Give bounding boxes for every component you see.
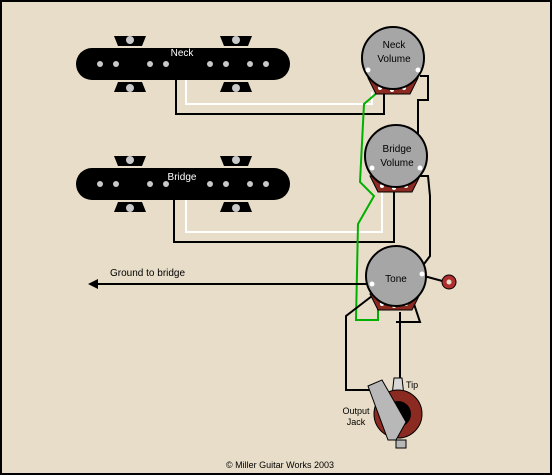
bridge-pickup-black-wire <box>173 192 395 243</box>
bridge-pickup-label: Bridge <box>168 172 197 183</box>
jack-sleeve-wire <box>345 295 378 391</box>
neck-pole-piece <box>147 61 153 67</box>
neck-screw-hole <box>126 84 134 92</box>
neck-pickup-body <box>76 48 290 80</box>
neck-pole-piece <box>263 61 269 67</box>
bridge-pole-piece <box>113 181 119 187</box>
neck-screw-hole <box>126 36 134 44</box>
bridge-volume-pot: Bridge Volume <box>364 124 428 193</box>
bridge-volume-pot-body <box>364 124 428 188</box>
neck-pole-piece <box>163 61 169 67</box>
bridge-screw-hole <box>126 156 134 164</box>
pot-solder-dot <box>365 67 371 73</box>
neck-volume-label-line1: Neck <box>383 40 407 51</box>
ground-arrow-icon <box>88 279 98 289</box>
neck-pole-piece <box>247 61 253 67</box>
output-jack: Tip Output Jack <box>342 377 423 449</box>
copyright-text: © Miller Guitar Works 2003 <box>226 460 334 470</box>
neck-volume-pot: Neck Volume <box>361 26 425 95</box>
tone-label: Tone <box>385 274 407 285</box>
bridge-pole-piece <box>97 181 103 187</box>
bridge-volume-label-line1: Bridge <box>383 144 412 155</box>
neck-pickup-black-wire <box>175 78 385 115</box>
jack-label-line2: Jack <box>347 417 366 427</box>
neck-screw-hole <box>232 36 240 44</box>
neck-pole-piece <box>97 61 103 67</box>
tone-pot: Tone <box>365 245 427 311</box>
pot-solder-dot <box>417 165 423 171</box>
bridge-pole-piece <box>207 181 213 187</box>
neck-screw-hole <box>232 84 240 92</box>
tone-capacitor <box>441 274 457 290</box>
neck-volume-pot-body <box>361 26 425 90</box>
pot-solder-dot <box>415 67 421 73</box>
bridge-pole-piece <box>247 181 253 187</box>
bridge-pole-piece <box>163 181 169 187</box>
neck-pole-piece <box>113 61 119 67</box>
bridge-pickup-body <box>76 168 290 200</box>
bridge-screw-hole <box>232 204 240 212</box>
bridge-pickup-white-wire <box>185 192 383 233</box>
jack-tip-label: Tip <box>406 380 418 390</box>
bridge-screw-hole <box>126 204 134 212</box>
neck-pickup: Neck <box>76 36 290 92</box>
ground-to-bridge-label: Ground to bridge <box>110 268 185 279</box>
bridge-pickup: Bridge <box>76 156 290 212</box>
pot-solder-dot <box>419 271 425 277</box>
tone-pot-body <box>365 245 427 307</box>
bridge-screw-hole <box>232 156 240 164</box>
bridge-pole-piece <box>147 181 153 187</box>
bridge-pole-piece <box>223 181 229 187</box>
neck-pole-piece <box>207 61 213 67</box>
neck-pickup-label: Neck <box>171 48 195 59</box>
neck-pole-piece <box>223 61 229 67</box>
neck-volume-label-line2: Volume <box>377 54 411 65</box>
capacitor-center <box>446 279 452 285</box>
jack-sleeve-lug <box>367 379 407 441</box>
pot-solder-dot <box>369 165 375 171</box>
bridge-pole-piece <box>263 181 269 187</box>
tone-ground-wire <box>396 303 422 323</box>
bridge-volume-label-line2: Volume <box>380 158 414 169</box>
pot-solder-dot <box>369 281 375 287</box>
jack-label-line1: Output <box>342 406 370 416</box>
jack-tip-contact <box>395 439 407 449</box>
green-volume-tone-wire <box>354 91 379 321</box>
